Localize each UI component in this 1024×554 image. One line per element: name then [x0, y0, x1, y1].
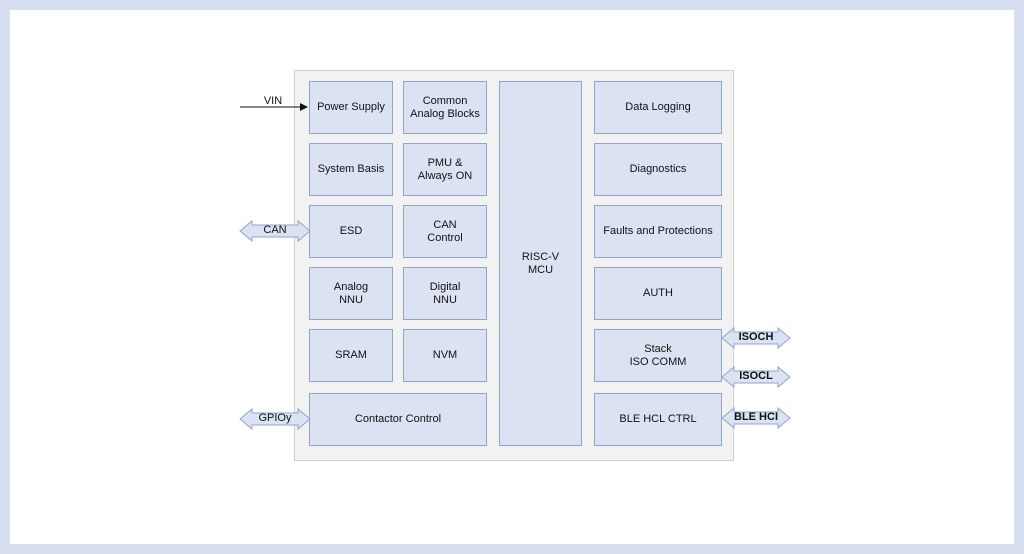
analog-nnu-block: Analog NNU — [309, 267, 393, 320]
data-logging-block: Data Logging — [594, 81, 722, 134]
nvm-block: NVM — [403, 329, 487, 382]
isocl-label: ISOCL — [739, 370, 773, 382]
system-basis-block: System Basis — [309, 143, 393, 196]
esd-block: ESD — [309, 205, 393, 258]
can-label: CAN — [263, 224, 287, 236]
contactor-control-block: Contactor Control — [309, 393, 487, 446]
vin-label: VIN — [263, 95, 283, 107]
stack-iso-comm-block: Stack ISO COMM — [594, 329, 722, 382]
digital-nnu-block: Digital NNU — [403, 267, 487, 320]
risc-v-mcu-block: RISC-V MCU — [499, 81, 582, 446]
pmu-block: PMU & Always ON — [403, 143, 487, 196]
power-supply-block: Power Supply — [309, 81, 393, 134]
common-analog-block: Common Analog Blocks — [403, 81, 487, 134]
gpio-label: GPIOy — [258, 412, 292, 424]
can-control-block: CAN Control — [403, 205, 487, 258]
faults-protections-block: Faults and Protections — [594, 205, 722, 258]
ble-hci-label: BLE HCI — [734, 411, 778, 423]
ble-hcl-ctrl-block: BLE HCL CTRL — [594, 393, 722, 446]
sram-block: SRAM — [309, 329, 393, 382]
isoch-label: ISOCH — [738, 331, 774, 343]
diagnostics-block: Diagnostics — [594, 143, 722, 196]
auth-block: AUTH — [594, 267, 722, 320]
